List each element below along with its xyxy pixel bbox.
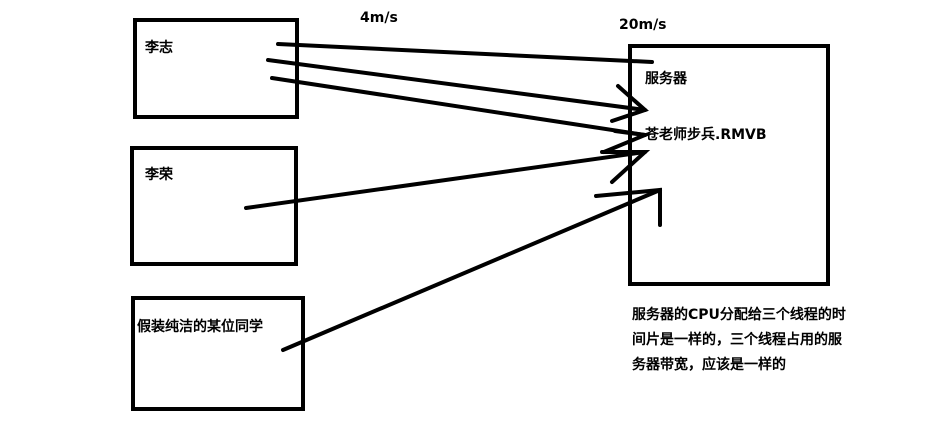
client-box-lizhi	[133, 18, 299, 119]
server-speed-label: 20m/s	[619, 17, 667, 33]
client-label-lizhi: 李志	[145, 40, 173, 56]
arrow-lizhi-1	[276, 42, 654, 64]
note-line-3: 务器带宽，应该是一样的	[632, 357, 786, 373]
arrowhead-pure-student	[594, 187, 662, 227]
server-box	[628, 44, 830, 286]
note-line-2: 间片是一样的，三个线程占用的服	[632, 332, 842, 348]
client-speed-label: 4m/s	[360, 10, 398, 26]
client-label-lirong: 李荣	[145, 167, 173, 183]
client-label-pure-student: 假装纯洁的某位同学	[137, 319, 263, 335]
arrowhead-lirong	[600, 150, 651, 184]
arrow-pure-student	[281, 188, 662, 352]
bandwidth-note: 服务器的CPU分配给三个线程的时 间片是一样的，三个线程占用的服 务器带宽，应该…	[632, 303, 867, 378]
arrow-lirong	[244, 150, 647, 210]
arrow-lizhi-2	[266, 58, 647, 112]
arrowhead-lizhi-3	[602, 129, 653, 154]
arrowhead-lizhi-2	[610, 84, 649, 123]
note-line-1: 服务器的CPU分配给三个线程的时	[632, 307, 846, 323]
arrow-lizhi-3	[270, 76, 647, 137]
server-title: 服务器	[645, 71, 687, 87]
client-box-pure-student	[131, 296, 305, 411]
server-file-label: 苍老师步兵.RMVB	[645, 127, 767, 143]
